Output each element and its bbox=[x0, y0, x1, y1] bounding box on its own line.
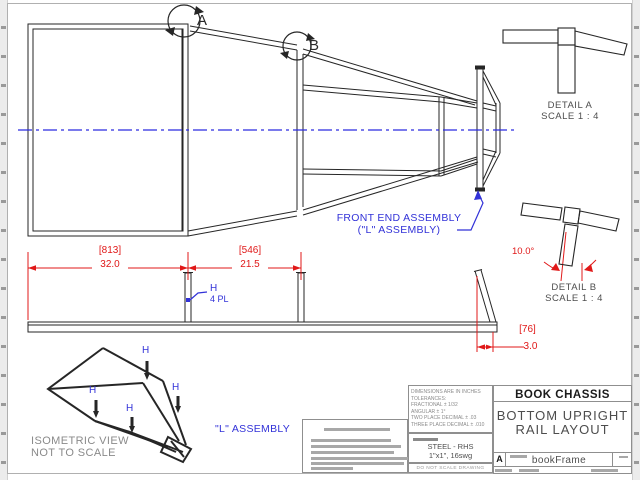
material-block: STEEL - RHS 1"x1", 16swg bbox=[408, 433, 493, 463]
iso-h-label-1: H bbox=[142, 345, 150, 356]
greeked-text-bar bbox=[495, 469, 512, 472]
detail-b-geometry[interactable] bbox=[520, 202, 620, 267]
iso-h-label-3: H bbox=[172, 382, 180, 393]
notes-block bbox=[302, 419, 408, 473]
tolerance-block: DIMENSIONS ARE IN INCHES TOLERANCES: FRA… bbox=[408, 385, 493, 433]
tolerance-line: DIMENSIONS ARE IN INCHES bbox=[411, 389, 481, 395]
greeked-text-bar bbox=[311, 451, 394, 454]
drawing-title: BOOK CHASSIS bbox=[515, 389, 610, 401]
dim-3-in[interactable]: 3.0 bbox=[523, 341, 538, 352]
drawing-subtitle-line1: BOTTOM UPRIGHT bbox=[496, 408, 629, 423]
greeked-text-bar bbox=[510, 455, 527, 458]
greeked-text-bar bbox=[619, 456, 628, 458]
upright-h-label: H bbox=[210, 283, 218, 294]
zone-tick-marks bbox=[1, 0, 6, 480]
tolerance-line: TOLERANCES: bbox=[411, 395, 447, 402]
greeked-text-bar bbox=[311, 457, 408, 460]
material-line1: STEEL - RHS bbox=[427, 442, 474, 451]
iso-view-geometry[interactable] bbox=[46, 347, 193, 464]
do-not-scale-block: DO NOT SCALE DRAWING bbox=[408, 463, 493, 473]
detail-a-scale: SCALE 1 : 4 bbox=[541, 111, 599, 122]
dim-546-mm[interactable]: [546] bbox=[238, 245, 262, 256]
revision-row: A bookFrame bbox=[493, 452, 632, 467]
revision-cell: A bbox=[494, 453, 506, 466]
greeked-text-bar bbox=[519, 469, 539, 472]
iso-view-title-line2: NOT TO SCALE bbox=[31, 447, 116, 459]
dimension-lines[interactable] bbox=[27, 231, 597, 352]
leader-lines bbox=[186, 190, 484, 302]
tolerance-line: ANGULAR ± 1° bbox=[411, 408, 446, 415]
front-end-assembly-note-line2: ("L" ASSEMBLY) bbox=[357, 224, 441, 236]
detail-b-scale: SCALE 1 : 4 bbox=[545, 293, 603, 304]
greeked-text-bar bbox=[311, 467, 353, 470]
detail-a-title: DETAIL A bbox=[547, 100, 593, 111]
greeked-text-bar bbox=[324, 428, 390, 431]
tolerance-line: FRACTIONAL ± 1/32 bbox=[411, 402, 458, 408]
dim-813-mm[interactable]: [813] bbox=[98, 245, 122, 256]
detail-callout-circles[interactable] bbox=[165, 4, 315, 61]
iso-view-title-line1: ISOMETRIC VIEW bbox=[31, 435, 129, 447]
material-line2: 1"x1", 16swg bbox=[428, 451, 473, 460]
iso-h-label-4: H bbox=[126, 403, 134, 414]
revision-value: A bbox=[496, 454, 503, 464]
tolerance-line: THREE PLACE DECIMAL ± .010 bbox=[411, 421, 485, 428]
detail-b-angle-dimension[interactable]: 10.0° bbox=[512, 246, 535, 257]
detail-circle-b-label: B bbox=[309, 37, 320, 54]
detail-a-geometry[interactable] bbox=[502, 27, 628, 94]
greeked-text-bar bbox=[413, 438, 438, 441]
sheet-border bbox=[7, 3, 632, 474]
do-not-scale-text: DO NOT SCALE DRAWING bbox=[416, 466, 485, 471]
drawing-subtitle-line2: RAIL LAYOUT bbox=[515, 422, 610, 437]
zone-tick-marks bbox=[634, 0, 639, 480]
greeked-text-bar bbox=[311, 439, 391, 442]
title-block-bottom-strip bbox=[493, 466, 632, 474]
front-end-assembly-note-line1: FRONT END ASSEMBLY bbox=[336, 212, 462, 224]
tolerance-line: TWO PLACE DECIMAL ± .03 bbox=[411, 415, 477, 421]
greeked-text-bar bbox=[311, 445, 401, 448]
dim-32-in[interactable]: 32.0 bbox=[100, 259, 120, 270]
detail-b-title: DETAIL B bbox=[551, 282, 597, 293]
document-name: bookFrame bbox=[531, 455, 587, 466]
sheet-cell bbox=[612, 453, 633, 466]
dim-215-in[interactable]: 21.5 bbox=[240, 259, 260, 270]
upright-qty-label: 4 PL bbox=[210, 294, 229, 304]
subtitle-cell: BOTTOM UPRIGHT RAIL LAYOUT bbox=[493, 401, 632, 453]
greeked-text-bar bbox=[311, 462, 404, 465]
dim-76-mm[interactable]: [76] bbox=[519, 324, 536, 335]
detail-circle-a-label: A bbox=[197, 12, 208, 29]
side-view-geometry[interactable] bbox=[27, 269, 498, 333]
title-cell: BOOK CHASSIS bbox=[493, 385, 632, 402]
l-assembly-label: "L" ASSEMBLY bbox=[215, 423, 291, 435]
iso-h-label-2: H bbox=[89, 385, 97, 396]
right-zone-gutter bbox=[632, 0, 640, 480]
greeked-text-bar bbox=[591, 469, 618, 472]
